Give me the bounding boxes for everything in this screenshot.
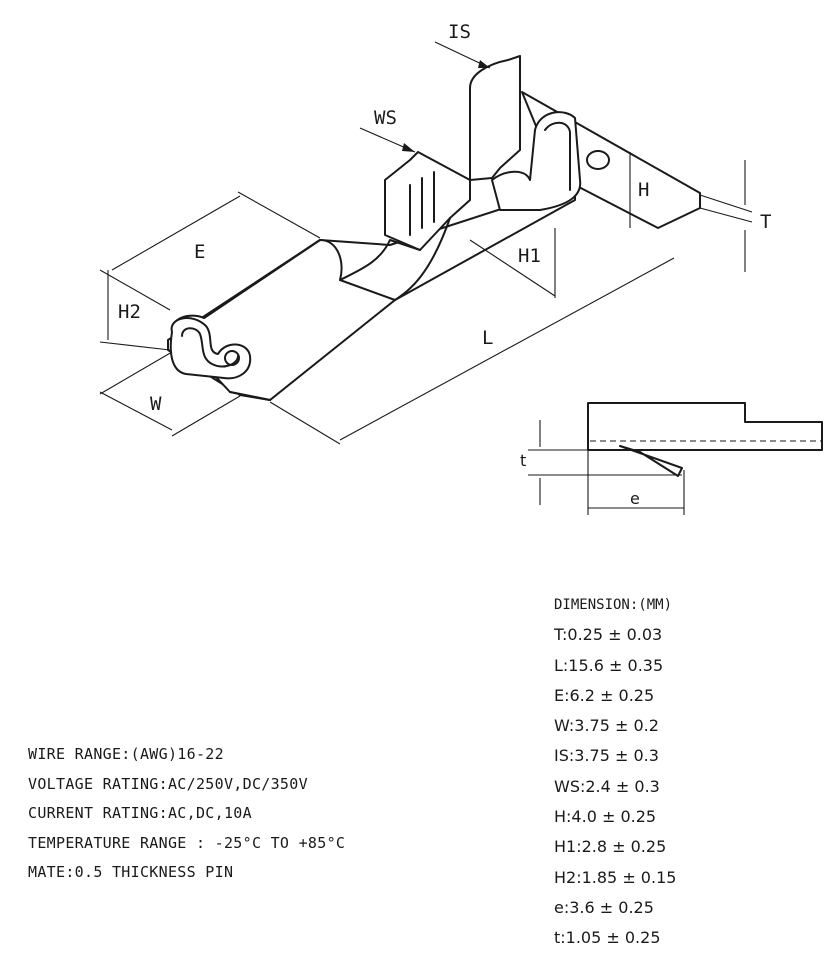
tongue-hole <box>586 150 610 170</box>
dimension-t: T:0.25 ± 0.03 <box>554 625 663 645</box>
terminal-body <box>167 55 701 401</box>
label-h1: H1 <box>518 245 541 267</box>
label-t: T <box>760 211 771 233</box>
label-l: L <box>482 327 493 349</box>
h1-ext <box>469 239 556 297</box>
front-roll-curl <box>224 350 240 366</box>
l-ext-1 <box>269 401 341 445</box>
w-ext-2 <box>171 395 241 437</box>
t-ext-1 <box>699 194 753 213</box>
contact-spring-inner <box>544 121 571 191</box>
label-e: E <box>194 241 205 263</box>
e-ext-2 <box>237 191 321 239</box>
e-ext-1 <box>99 269 171 311</box>
dimension-title: DIMENSION:(MM) <box>554 597 673 613</box>
spec-temperature-range: TEMPERATURE RANGE : -25°C TO +85°C <box>28 833 346 852</box>
contact-spring <box>491 111 582 211</box>
label-e-small: e <box>630 489 640 508</box>
dimension-l: L:15.6 ± 0.35 <box>554 655 664 675</box>
dimension-h: H:4.0 ± 0.25 <box>554 807 657 827</box>
dimension-h1: H1:2.8 ± 0.25 <box>554 837 667 857</box>
barrel-top-edge <box>203 239 321 319</box>
insulation-wing <box>469 55 521 181</box>
side-body <box>587 402 823 451</box>
label-h2: H2 <box>118 301 141 323</box>
label-is: IS <box>448 21 471 43</box>
side-view <box>528 402 823 515</box>
dimension-h2: H2:1.85 ± 0.15 <box>554 867 677 887</box>
dimension-ws: WS:2.4 ± 0.3 <box>554 776 660 796</box>
h2-ext <box>99 341 171 351</box>
front-roll <box>169 317 252 380</box>
ws-arrow <box>402 143 415 152</box>
dimension-table: DIMENSION:(MM) T:0.25 ± 0.03 L:15.6 ± 0.… <box>554 590 676 954</box>
dimension-w: W:3.75 ± 0.2 <box>554 716 659 736</box>
dimension-e: E:6.2 ± 0.25 <box>554 685 655 705</box>
label-h: H <box>638 179 649 201</box>
dimension-t-small: t:1.05 ± 0.25 <box>554 928 661 948</box>
barrel-bottom-edge <box>229 391 271 401</box>
w-dim-line <box>99 391 173 431</box>
label-w: W <box>150 393 162 415</box>
t-ext-2 <box>699 207 753 223</box>
transition-neck-2 <box>394 217 451 301</box>
label-t-small: t <box>520 451 526 470</box>
transition-neck <box>339 239 421 281</box>
label-ws: WS <box>374 107 397 129</box>
spec-mate: MATE:0.5 THICKNESS PIN <box>28 863 234 881</box>
spec-voltage-rating: VOLTAGE RATING:AC/250V,DC/350V <box>28 774 308 793</box>
is-arrow <box>478 60 490 68</box>
spec-current-rating: CURRENT RATING:AC,DC,10A <box>28 804 252 822</box>
side-lance <box>619 445 683 477</box>
dimension-is: IS:3.75 ± 0.3 <box>554 746 659 766</box>
e-dim-line <box>111 195 241 271</box>
spec-list: WIRE RANGE:(AWG)16-22 VOLTAGE RATING:AC/… <box>28 740 345 888</box>
l-dim-line <box>339 257 675 441</box>
dimension-lines <box>99 41 753 445</box>
w-ext-1 <box>99 351 173 395</box>
spec-wire-range: WIRE RANGE:(AWG)16-22 <box>28 745 224 763</box>
dimension-e-small: e:3.6 ± 0.25 <box>554 897 654 917</box>
